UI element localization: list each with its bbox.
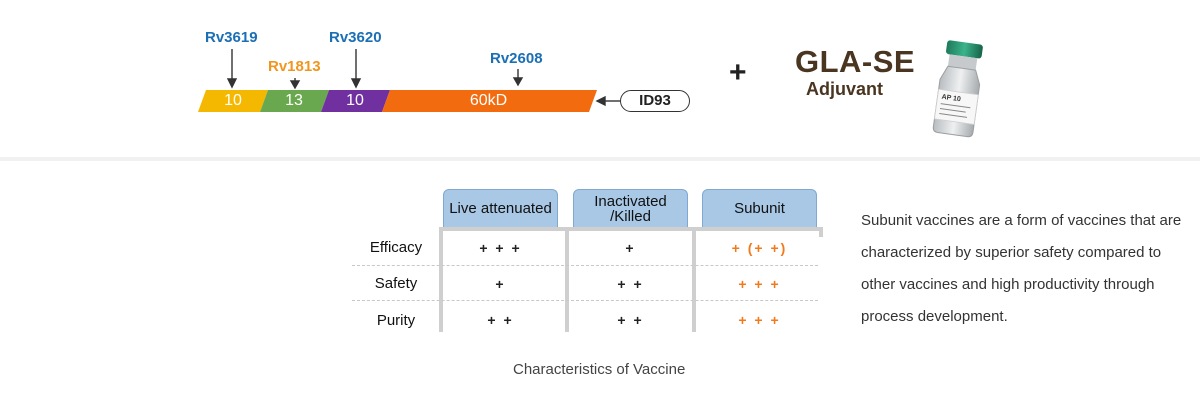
cell-efficacy-live: + + + <box>479 240 522 256</box>
arrowhead-rv1813 <box>289 80 301 90</box>
cell-purity-inactivated: + + <box>617 312 644 328</box>
fusion-protein-diagram <box>198 49 620 112</box>
segment-3 <box>321 90 390 112</box>
column-divider <box>819 227 823 237</box>
segment-4-label: 60kD <box>469 92 508 109</box>
row-label-efficacy: Efficacy <box>369 239 423 256</box>
table-caption: Characteristics of Vaccine <box>513 361 686 378</box>
cell-safety-inactivated: + + <box>617 276 644 292</box>
column-divider <box>565 227 569 332</box>
plus-sign: + <box>729 56 747 89</box>
header-subunit: Subunit <box>702 189 817 227</box>
cell-efficacy-inactivated: + <box>625 240 636 256</box>
segment-4 <box>382 90 597 112</box>
cell-efficacy-subunit: + (+ +) <box>731 240 788 256</box>
vial-icon: AP 10 <box>932 40 983 138</box>
top-panel <box>0 0 1200 157</box>
cell-safety-subunit: + + + <box>738 276 781 292</box>
arrowhead-rv3619 <box>226 78 238 89</box>
id93-label: ID93 <box>620 90 690 112</box>
header-live-attenuated: Live attenuated <box>443 189 558 227</box>
header-inactivated-killed: Inactivated /Killed <box>573 189 688 227</box>
row-divider <box>352 265 818 266</box>
marker-rv1813: Rv1813 <box>268 58 321 75</box>
arrowhead-id93 <box>595 95 606 107</box>
segment-2 <box>260 90 329 112</box>
row-divider <box>352 300 818 301</box>
segment-3-label: 10 <box>346 92 364 109</box>
header-underline <box>439 227 823 231</box>
marker-rv3619: Rv3619 <box>205 29 258 46</box>
row-label-purity: Purity <box>376 312 416 329</box>
segment-1 <box>198 90 268 112</box>
description-text: Subunit vaccines are a form of vaccines … <box>861 212 1182 325</box>
vial-label: AP 10 <box>941 94 961 104</box>
segment-2-label: 13 <box>285 92 303 109</box>
arrowhead-rv3620 <box>350 78 362 89</box>
marker-rv2608: Rv2608 <box>490 50 543 67</box>
cell-safety-live: + <box>495 276 506 292</box>
arrowhead-rv2608 <box>512 77 524 87</box>
row-label-safety: Safety <box>374 275 418 292</box>
column-divider <box>692 227 696 332</box>
adjuvant-sub: Adjuvant <box>806 79 884 99</box>
segment-1-label: 10 <box>224 92 242 109</box>
cell-purity-subunit: + + + <box>738 312 781 328</box>
column-divider <box>439 227 443 332</box>
marker-rv3620: Rv3620 <box>329 29 382 46</box>
cell-purity-live: + + <box>487 312 514 328</box>
adjuvant-name: GLA-SE <box>795 44 916 79</box>
